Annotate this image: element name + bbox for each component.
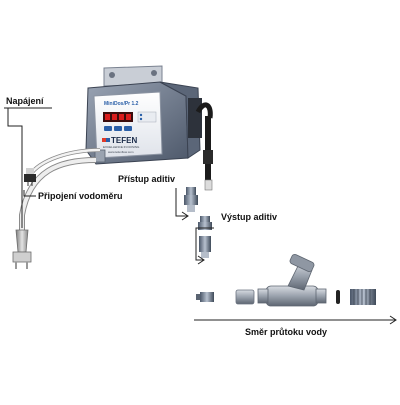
- device-brand: TEFEN: [111, 136, 138, 145]
- control-buttons: [104, 126, 132, 131]
- leader-lines: [4, 107, 397, 325]
- o-ring: [336, 290, 340, 304]
- led-display: [103, 112, 133, 122]
- small-fitting: [196, 292, 214, 302]
- label-meter-connection: Připojení vodoměru: [38, 191, 123, 201]
- nut-fitting: [235, 289, 255, 305]
- display-digits: [105, 114, 131, 120]
- label-power: Napájení: [6, 96, 44, 106]
- power-cable: [19, 157, 97, 232]
- label-additive-outlet: Výstup aditiv: [221, 212, 278, 222]
- threaded-nipple: [350, 289, 376, 305]
- device-website: www.tefenflow.com: [108, 150, 134, 154]
- label-flow-direction: Směr průtoku vody: [245, 327, 328, 337]
- status-leds: [137, 111, 157, 123]
- power-plug: [12, 229, 32, 269]
- outlet-fitting: [198, 216, 212, 258]
- device-model: MiniDos/Pr 1.2: [104, 101, 139, 107]
- device-tagline: EXCELLENCE IN DOSING: [103, 145, 140, 149]
- injection-valve: [257, 253, 327, 307]
- additive-tube: [195, 102, 213, 191]
- label-additive-inlet: Přístup aditiv: [118, 174, 176, 184]
- tefen-logo-mark: [102, 138, 110, 142]
- meter-connector: [24, 168, 36, 186]
- inlet-fitting: [184, 187, 198, 212]
